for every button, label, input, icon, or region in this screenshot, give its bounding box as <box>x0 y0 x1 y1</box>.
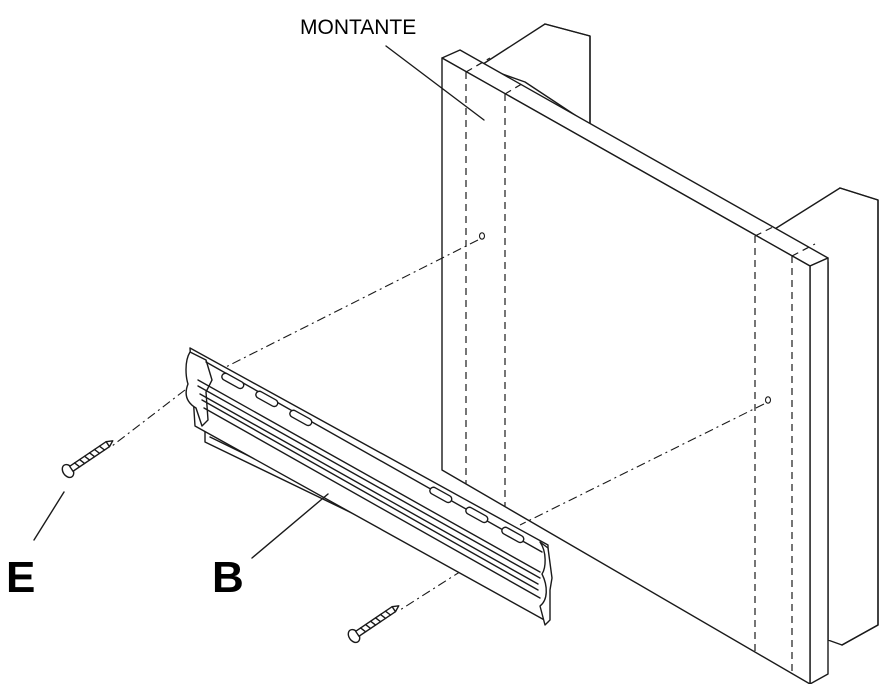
wall-panel <box>441 49 829 684</box>
pilot-hole-left <box>478 232 486 240</box>
screw-top <box>61 440 114 479</box>
label-stud: MONTANTE <box>300 16 416 39</box>
bracket-slot <box>221 372 245 390</box>
bracket-slot <box>501 526 525 544</box>
bracket-slot <box>289 409 313 427</box>
screw-bottom <box>347 605 400 644</box>
bracket <box>185 347 553 626</box>
label-bracket: B <box>212 553 244 602</box>
leader-screw <box>33 491 65 541</box>
pilot-hole-right <box>764 396 772 404</box>
bracket-slot <box>429 486 453 504</box>
leader-bracket <box>251 493 329 559</box>
bracket-slot <box>255 390 279 408</box>
bracket-slot <box>465 506 489 524</box>
leader-stud <box>385 45 485 121</box>
label-screw: E <box>6 553 35 602</box>
stud-left <box>479 23 591 126</box>
